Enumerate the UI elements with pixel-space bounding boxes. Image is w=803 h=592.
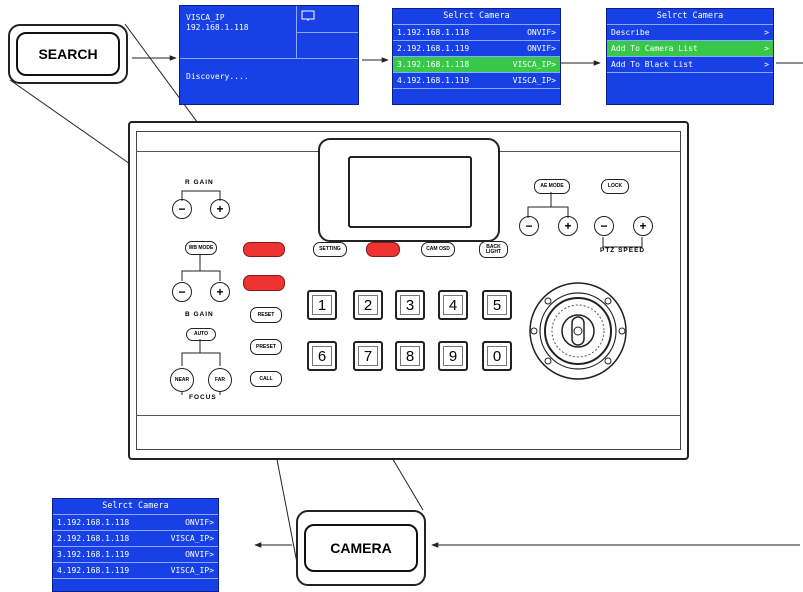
key-8[interactable]: 8 xyxy=(395,341,425,371)
menu-item-add-to-black-list[interactable]: Add To Black List> xyxy=(607,57,773,73)
menu-item-describe[interactable]: Describe> xyxy=(607,25,773,41)
b-gain-label: B GAIN xyxy=(185,311,214,318)
speed-minus-button[interactable]: − xyxy=(594,216,614,236)
setting-button[interactable]: SETTING xyxy=(313,242,347,257)
wb-mode-button[interactable]: WB MODE xyxy=(185,241,217,255)
ae-plus-button[interactable]: + xyxy=(558,216,578,236)
lcd-display xyxy=(318,138,500,242)
discovery-info: VISCA_IP 192.168.1.118 xyxy=(186,13,249,33)
discovery-ip: 192.168.1.118 xyxy=(186,23,249,32)
empty-cell xyxy=(296,32,358,59)
panel-line xyxy=(136,415,681,416)
key-6[interactable]: 6 xyxy=(307,341,337,371)
discovery-protocol: VISCA_IP xyxy=(186,13,225,22)
call-button[interactable]: CALL xyxy=(250,371,282,387)
key-3[interactable]: 3 xyxy=(395,290,425,320)
ptz-speed-label: PTZ SPEED xyxy=(600,247,646,254)
discovery-status: Discovery.... xyxy=(186,72,249,81)
r-gain-plus-button[interactable]: + xyxy=(210,199,230,219)
monitor-icon xyxy=(301,10,315,21)
back-light-button[interactable]: BACK LIGHT xyxy=(479,241,508,258)
joystick[interactable] xyxy=(526,279,630,383)
ptz-keyboard: R GAIN − + WB MODE − + B GAIN AUTO NEAR … xyxy=(128,121,689,460)
r-gain-label: R GAIN xyxy=(185,179,214,186)
key-1[interactable]: 1 xyxy=(307,290,337,320)
b-gain-plus-button[interactable]: + xyxy=(210,282,230,302)
search-button[interactable] xyxy=(243,242,285,257)
monitor-icon-box xyxy=(296,6,358,33)
camera-button-callout: CAMERA xyxy=(296,510,426,586)
menu-item-add-to-camera-list[interactable]: Add To Camera List> xyxy=(607,41,773,57)
key-4[interactable]: 4 xyxy=(438,290,468,320)
search-button-label: SEARCH xyxy=(16,32,120,76)
cam-osd-button[interactable]: CAM OSD xyxy=(421,242,455,257)
red-function-button[interactable] xyxy=(366,242,400,257)
ae-minus-button[interactable]: − xyxy=(519,216,539,236)
key-5[interactable]: 5 xyxy=(482,290,512,320)
discovery-screen: VISCA_IP 192.168.1.118 Discovery.... xyxy=(179,5,359,105)
key-9[interactable]: 9 xyxy=(438,341,468,371)
camera-button-label: CAMERA xyxy=(304,524,418,572)
select-camera-screen-2: Selrct Camera Describe> Add To Camera Li… xyxy=(606,8,774,105)
preset-button[interactable]: PRESET xyxy=(250,339,282,355)
lcd-screen xyxy=(348,156,472,228)
auto-button[interactable]: AUTO xyxy=(186,328,216,341)
divider xyxy=(180,58,358,59)
focus-label: FOCUS xyxy=(189,394,217,401)
camera-button[interactable] xyxy=(243,275,285,291)
reset-button[interactable]: RESET xyxy=(250,307,282,323)
b-gain-minus-button[interactable]: − xyxy=(172,282,192,302)
speed-plus-button[interactable]: + xyxy=(633,216,653,236)
search-button-callout: SEARCH xyxy=(8,24,128,84)
key-0[interactable]: 0 xyxy=(482,341,512,371)
key-2[interactable]: 2 xyxy=(353,290,383,320)
far-button[interactable]: FAR xyxy=(208,368,232,392)
lock-button[interactable]: LOCK xyxy=(601,179,629,194)
screen-title: Selrct Camera xyxy=(393,9,560,25)
keyboard-panel xyxy=(136,131,681,450)
key-7[interactable]: 7 xyxy=(353,341,383,371)
screen-title: Selrct Camera xyxy=(607,9,773,25)
r-gain-minus-button[interactable]: − xyxy=(172,199,192,219)
screen-title: Selrct Camera xyxy=(53,499,218,515)
near-button[interactable]: NEAR xyxy=(170,368,194,392)
ae-mode-button[interactable]: AE MODE xyxy=(534,179,570,194)
